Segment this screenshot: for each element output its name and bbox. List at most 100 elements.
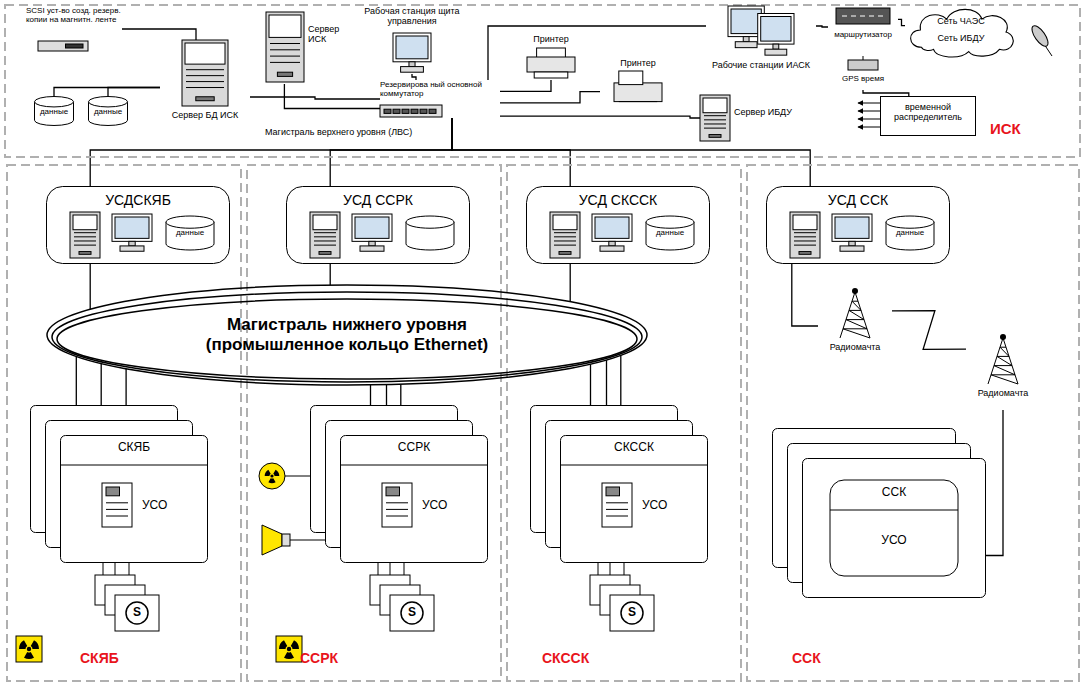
node-label: Резервирова ный основной коммутатор xyxy=(380,80,500,98)
time-outputs xyxy=(858,103,880,127)
connector xyxy=(500,80,551,91)
time-distributor: временной распределитель xyxy=(880,96,976,136)
sensor-letter: S xyxy=(131,606,143,620)
gps-receiver: GPS время xyxy=(828,56,898,90)
printer: Принтер xyxy=(600,58,676,106)
node-label: ССК xyxy=(830,486,958,500)
node-label: ИСК xyxy=(990,120,1050,137)
connector xyxy=(590,364,591,405)
node-label: СКССК xyxy=(560,441,708,455)
database: данные xyxy=(34,96,74,126)
node-label: Сервер БД ИСК xyxy=(160,110,250,120)
node-shape xyxy=(30,405,208,563)
node-label: Рабочая станция щита управления xyxy=(352,6,472,27)
connector xyxy=(386,385,387,405)
data-collection-box: УСД СКССКданные xyxy=(526,186,710,264)
network-switch: Резервирова ный основной коммутатор xyxy=(380,80,500,118)
node-label: Магистраль нижнего уровня (промышленное … xyxy=(187,315,507,354)
connector xyxy=(370,385,371,405)
node-label: УСО xyxy=(830,534,958,548)
data-collection-box: УСДСКЯБданные xyxy=(46,186,230,264)
sensor-stack xyxy=(95,563,159,631)
node-label: ССК xyxy=(792,650,882,666)
connector xyxy=(125,369,126,405)
connector xyxy=(986,410,1003,556)
node-label: Сеть ЧАЭС xyxy=(916,16,1006,26)
connector xyxy=(816,26,828,27)
node-label: Радиомачта xyxy=(818,342,892,352)
database: данные xyxy=(88,96,128,126)
radiation-detector xyxy=(259,463,312,489)
printer: Принтер xyxy=(515,34,587,80)
subsystem-region: СКССК УСД СКССКданныеСКССКУСО xyxy=(506,164,742,682)
node-shape xyxy=(352,6,472,74)
node-label: УСО xyxy=(142,499,192,513)
connector xyxy=(101,364,102,405)
node-label: УСД ССК xyxy=(766,192,950,208)
node-shape xyxy=(310,405,488,563)
node-shape xyxy=(818,288,892,364)
node-label: СКЯБ xyxy=(80,650,170,666)
connector xyxy=(606,360,607,405)
sensor-letter: S xyxy=(626,606,638,620)
radio-mast: Радиомачта xyxy=(966,334,1040,410)
node-label: временной распределитель xyxy=(884,102,972,123)
connector xyxy=(792,264,818,326)
node-shape xyxy=(828,56,898,90)
connector xyxy=(90,264,91,309)
tape-drive: SCSI уст-во созд. резерв. копии на магни… xyxy=(26,6,122,52)
bus-label: Магистраль верхнего уровня (ЛВС) xyxy=(265,127,440,137)
field-unit-stack: СКССКУСО xyxy=(530,405,708,563)
connector xyxy=(570,264,571,302)
node-label: Сервер ИБДУ xyxy=(734,107,800,117)
connector xyxy=(76,357,77,406)
network-cloud: Сеть ЧАЭССеть ИБДУ xyxy=(905,4,1017,58)
connector xyxy=(452,118,570,186)
workstation: Рабочая станция щита управления xyxy=(352,6,472,74)
field-unit-stack: ССК УСО xyxy=(772,428,986,598)
radio-mast: Радиомачта xyxy=(818,288,892,364)
data-collection-box: УСД ССК данные xyxy=(766,186,950,264)
connector xyxy=(412,74,416,80)
connector xyxy=(452,118,810,186)
node-label: УСО xyxy=(422,499,472,513)
node-label: Сервер ИСК xyxy=(308,24,358,45)
subsystem-region: ССКУСД ССКданныеССКУСОРадиомачтаРадиомач… xyxy=(746,164,1080,682)
node-shape xyxy=(160,40,250,135)
node-label: СКССК xyxy=(542,650,632,666)
node-label: данные xyxy=(886,228,934,237)
node-label: данные xyxy=(88,107,128,116)
connector xyxy=(892,311,966,350)
node-label: маршрутизатор xyxy=(828,30,898,39)
connector xyxy=(330,264,331,285)
subsystem-region: СКЯБУСДСКЯБданныеСКЯБУСО xyxy=(6,164,242,682)
radiation-sign xyxy=(276,636,302,662)
node-label: GPS время xyxy=(828,74,898,83)
node-shape xyxy=(772,428,986,598)
node-label: Рабочие станции ИАСК xyxy=(706,60,816,70)
node-label: УСД ССРК xyxy=(286,192,470,208)
sensor-stack xyxy=(590,563,654,631)
node-shape xyxy=(266,12,358,84)
connector xyxy=(284,84,380,109)
server: Сервер ИБДУ xyxy=(700,95,800,141)
node-shape xyxy=(905,4,1017,58)
system-region: ИСК SCSI уст-во созд. резерв. копии на ма… xyxy=(4,4,1081,158)
node-shape xyxy=(706,6,816,86)
sensor-stack xyxy=(370,563,434,631)
data-collection-box: УСД ССРК xyxy=(286,186,470,264)
connector xyxy=(108,88,160,97)
node-label: данные xyxy=(166,228,214,237)
node-shape xyxy=(530,405,708,563)
connector xyxy=(122,29,196,40)
radiation-sign xyxy=(16,636,42,662)
node-label: УСД СКССК xyxy=(526,192,710,208)
node-label: Радиомачта xyxy=(966,388,1040,398)
node-shape xyxy=(700,95,800,141)
subsystem-region: ССРКУСД ССРКССРКУСО xyxy=(246,164,502,682)
node-shape xyxy=(966,334,1040,410)
connector xyxy=(54,88,160,97)
router: маршрутизатор xyxy=(828,8,898,46)
connector xyxy=(500,92,600,103)
